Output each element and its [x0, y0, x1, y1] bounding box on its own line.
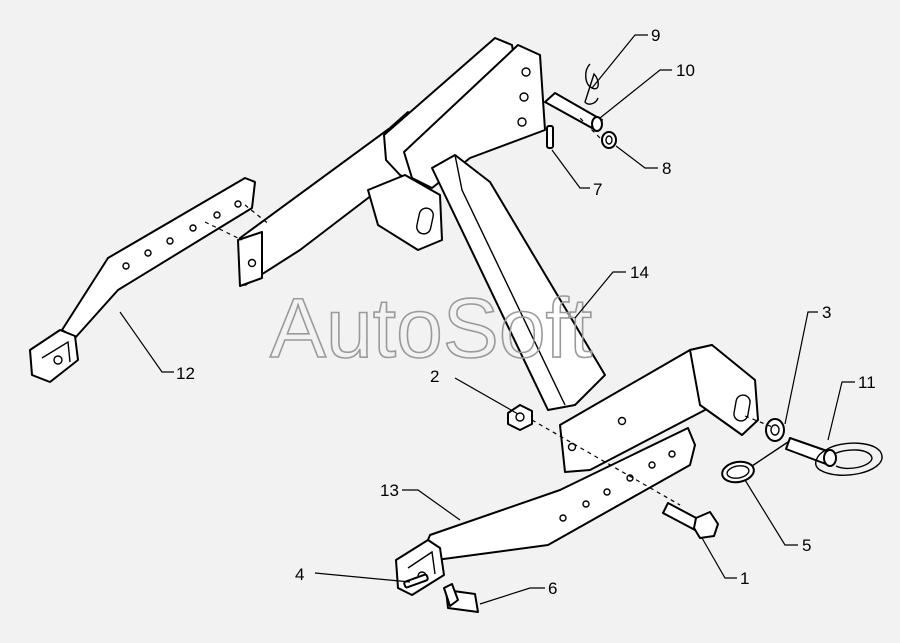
callout-labels: 9 10 8 7 14 3 11 2 5 1 12 13 4 6: [176, 26, 876, 598]
upper-arm: [29, 177, 256, 383]
mast-bracket: [237, 37, 546, 287]
diagonal-tube: [431, 154, 606, 411]
lynch-ring: [721, 441, 789, 484]
roll-pin: [546, 125, 554, 149]
callout-5: 5: [802, 536, 811, 555]
bottom-bracket: [559, 344, 759, 473]
leader-lines: [119, 34, 855, 605]
callout-1: 1: [740, 569, 749, 588]
nut: [507, 404, 533, 431]
callout-14: 14: [630, 263, 649, 282]
pin: [544, 92, 603, 132]
callout-6: 6: [548, 579, 557, 598]
callout-12: 12: [176, 364, 195, 383]
callout-11: 11: [858, 373, 876, 392]
hitch-pin: [785, 437, 883, 476]
callout-13: 13: [380, 481, 399, 500]
small-pin: [403, 573, 429, 589]
callout-3: 3: [822, 303, 831, 322]
callout-2: 2: [430, 367, 439, 386]
bolt: [662, 502, 719, 539]
lower-arm: [395, 427, 696, 596]
callout-8: 8: [662, 159, 671, 178]
assembly-lines: [204, 117, 776, 506]
headed-pin: [443, 583, 479, 613]
watermark: AutoSoft: [270, 281, 592, 375]
callout-4: 4: [295, 565, 304, 584]
callout-10: 10: [676, 61, 695, 80]
r-clip: [584, 63, 599, 105]
callout-7: 7: [593, 180, 602, 199]
callout-9: 9: [651, 26, 660, 45]
